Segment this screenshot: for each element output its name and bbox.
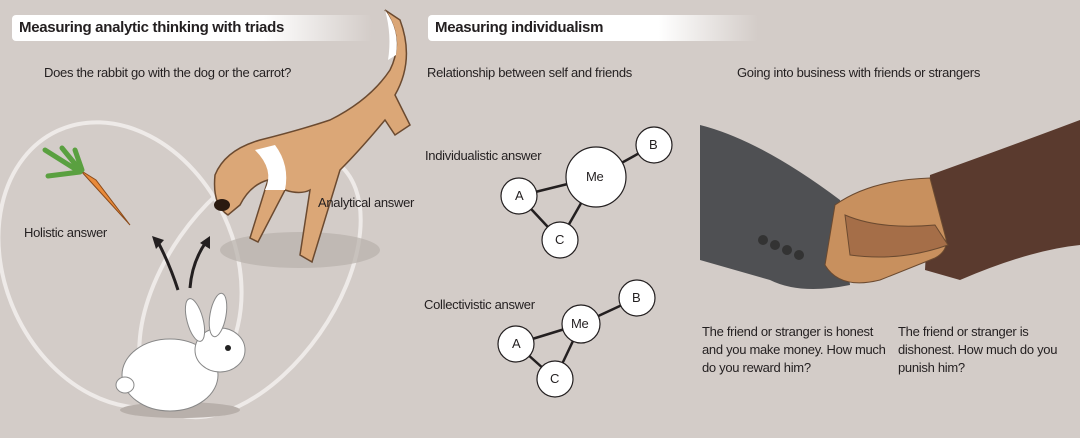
dog-illustration	[213, 9, 411, 268]
node-b: B	[649, 137, 658, 152]
analytical-answer-label: Analytical answer	[318, 195, 415, 210]
dishonest-scenario-text: The friend or stranger is dishonest. How…	[898, 324, 1058, 375]
handshake-illustration	[700, 120, 1080, 289]
relationship-heading: Relationship between self and friends	[427, 65, 632, 80]
business-heading: Going into business with friends or stra…	[737, 65, 981, 80]
node-a: A	[515, 188, 524, 203]
node-c-collective: C	[550, 371, 560, 386]
node-b-collective: B	[632, 290, 641, 305]
triad-question: Does the rabbit go with the dog or the c…	[44, 65, 292, 80]
collectivistic-network	[497, 279, 656, 398]
arrowhead-icon	[200, 236, 210, 249]
node-a-collective: A	[512, 336, 521, 351]
arrow-to-carrot	[156, 241, 180, 291]
holistic-answer-label: Holistic answer	[24, 225, 107, 240]
carrot-icon	[42, 145, 131, 226]
honest-scenario-text: The friend or stranger is honest and you…	[702, 324, 886, 375]
right-panel-title: Measuring individualism	[428, 15, 758, 41]
rabbit-illustration	[115, 292, 246, 418]
node-me-collective: Me	[571, 316, 589, 331]
arrowhead-icon	[152, 236, 164, 249]
individualistic-answer-label: Individualistic answer	[425, 148, 542, 163]
node-c: C	[555, 232, 565, 247]
left-panel-title: Measuring analytic thinking with triads	[12, 15, 372, 41]
arrow-to-dog	[188, 241, 208, 289]
node-me: Me	[586, 169, 604, 184]
collectivistic-answer-label: Collectivistic answer	[424, 297, 535, 312]
individualistic-network	[500, 126, 673, 259]
